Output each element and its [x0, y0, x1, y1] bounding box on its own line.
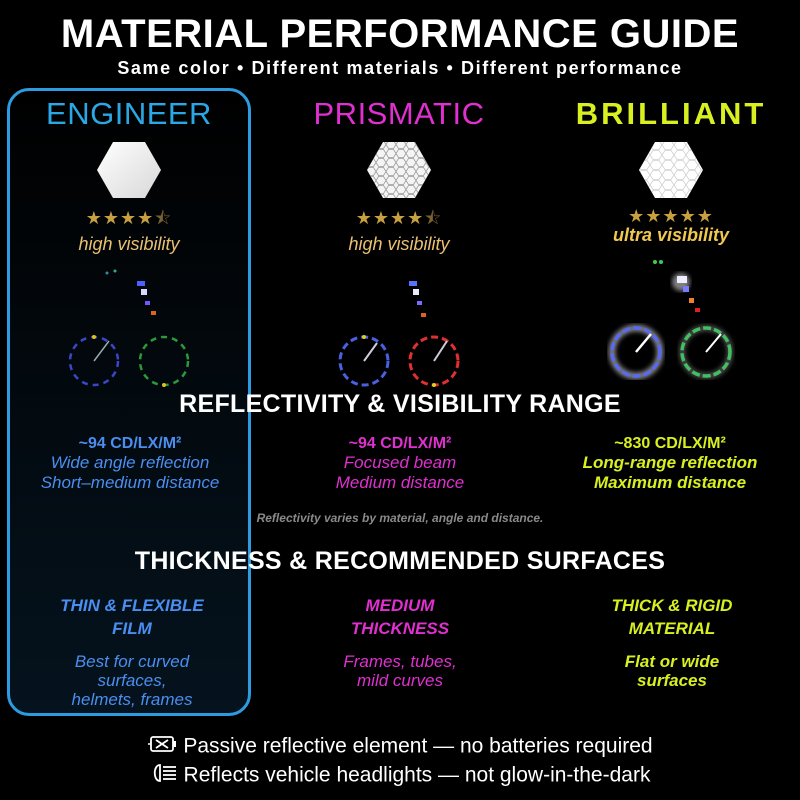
no-battery-icon	[147, 733, 179, 761]
thickness-head-1: MEDIUM	[365, 596, 435, 615]
surface-line-2: surfaces	[637, 671, 707, 690]
visibility-label: high visibility	[348, 234, 450, 254]
reflectivity-engineer: ~94 CD/LX/M² Wide angle reflection Short…	[0, 435, 260, 493]
thickness-prismatic: MEDIUM THICKNESS Frames, tubes, mild cur…	[280, 594, 520, 690]
surface-line-1: Frames, tubes,	[343, 652, 457, 671]
bicycle-night-icon	[329, 269, 469, 389]
reflectivity-desc-2: Maximum distance	[593, 473, 747, 492]
surface-line-2: mild curves	[357, 671, 443, 690]
thickness-brilliant: THICK & RIGID MATERIAL Flat or wide surf…	[552, 594, 792, 690]
bicycle-night-icon	[601, 260, 741, 380]
hexagon-swatch-icon	[366, 140, 432, 200]
thickness-head-2: THICKNESS	[350, 619, 450, 638]
reflectivity-desc-2: Short–medium distance	[40, 473, 220, 492]
page-subtitle: Same color • Different materials • Diffe…	[117, 58, 683, 78]
headlight-icon	[150, 762, 180, 790]
footer-text-2: Reflects vehicle headlights — not glow-i…	[183, 763, 651, 787]
material-column-engineer: ENGINEER ★★★★⯪ high visibility	[3, 88, 255, 418]
visibility-label: high visibility	[78, 234, 180, 254]
surface-line-2: surfaces,	[97, 671, 167, 690]
material-column-prismatic: PRISMATIC ★★★★⯪ high visibility	[273, 88, 525, 418]
material-name: ENGINEER	[46, 96, 212, 131]
reflectivity-prismatic: ~94 CD/LX/M² Focused beam Medium distanc…	[270, 435, 530, 493]
page-title: MATERIAL PERFORMANCE GUIDE	[60, 12, 740, 56]
thickness-engineer: THIN & FLEXIBLE FILM Best for curved sur…	[12, 594, 252, 709]
thickness-head-2: MATERIAL	[628, 619, 716, 638]
footer-line-1: Passive reflective element — no batterie…	[0, 733, 800, 761]
reflectivity-value: ~830 CD/LX/M²	[614, 435, 726, 452]
surface-line-3: helmets, frames	[71, 690, 193, 709]
reflectivity-desc-2: Medium distance	[335, 473, 465, 492]
star-rating: ★★★★⯪	[85, 208, 173, 228]
surface-line-1: Flat or wide	[624, 652, 720, 671]
material-name: PRISMATIC	[313, 96, 485, 131]
reflectivity-brilliant: ~830 CD/LX/M² Long-range reflection Maxi…	[540, 435, 800, 493]
reflectivity-desc-1: Long-range reflection	[582, 453, 758, 472]
material-column-brilliant: BRILLIANT ★★★★★ ultra visibility	[545, 88, 797, 418]
star-rating: ★★★★⯪	[355, 208, 443, 228]
thickness-head-2: FILM	[112, 619, 152, 638]
reflectivity-value: ~94 CD/LX/M²	[348, 435, 452, 452]
star-rating: ★★★★★	[628, 206, 714, 226]
footer-line-2: Reflects vehicle headlights — not glow-i…	[0, 762, 800, 790]
reflectivity-section-title: REFLECTIVITY & VISIBILITY RANGE	[179, 390, 621, 418]
reflectivity-desc-1: Focused beam	[343, 453, 457, 472]
reflectivity-note: Reflectivity varies by material, angle a…	[256, 511, 544, 525]
bicycle-night-icon	[59, 269, 199, 389]
hexagon-swatch-icon	[96, 140, 162, 200]
footer-text-1: Passive reflective element — no batterie…	[183, 734, 653, 758]
hexagon-swatch-icon	[638, 140, 704, 200]
thickness-head-1: THIN & FLEXIBLE	[60, 596, 204, 615]
thickness-section-title: THICKNESS & RECOMMENDED SURFACES	[134, 547, 666, 575]
surface-line-1: Best for curved	[74, 652, 190, 671]
reflectivity-value: ~94 CD/LX/M²	[78, 435, 182, 452]
reflectivity-desc-1: Wide angle reflection	[50, 453, 210, 472]
thickness-head-1: THICK & RIGID	[611, 596, 733, 615]
material-name: BRILLIANT	[575, 96, 767, 131]
visibility-label: ultra visibility	[612, 225, 730, 245]
